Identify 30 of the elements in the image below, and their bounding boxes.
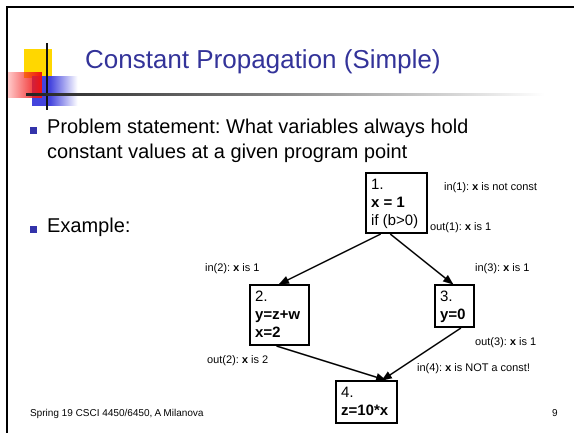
code-text: z=10*x — [341, 402, 388, 420]
code-text: 2. — [255, 288, 269, 306]
arrow — [278, 233, 382, 285]
code-text: x = 1 — [371, 194, 406, 212]
flow-annotation: in(2): x is 1 — [205, 262, 260, 274]
flow-annotation: in(4): x is NOT a const! — [417, 362, 530, 374]
arrow — [390, 233, 454, 285]
process-box — [335, 380, 398, 424]
code-text: 1. — [371, 176, 385, 194]
flow-annotation: out(1): x is 1 — [430, 221, 492, 233]
code-text: if (b>0) — [371, 212, 418, 230]
page-number: 9 — [552, 408, 559, 420]
footer-text: Spring 19 CSCI 4450/6450, A Milanova — [30, 408, 204, 420]
process-box — [365, 172, 428, 234]
arrow — [381, 327, 462, 381]
arrow — [276, 345, 386, 382]
process-box — [434, 284, 476, 328]
flow-annotation: out(3): x is 1 — [475, 336, 536, 348]
code-text: x=2 — [255, 324, 282, 342]
code-text: 4. — [341, 384, 355, 402]
slide-title: Constant Propagation (Simple) — [85, 44, 441, 75]
flow-annotation: in(1): x is not const — [444, 181, 537, 193]
bullet-text: Problem statement: What variables always hold constant values at a given program point — [47, 115, 470, 165]
flow-annotation: in(3): x is 1 — [475, 262, 530, 274]
code-text: 3. — [440, 288, 454, 306]
code-text: y=0 — [440, 306, 466, 324]
bullet-text: Example: — [47, 214, 132, 239]
process-box — [249, 284, 310, 346]
code-text: y=z+w — [255, 306, 300, 324]
flow-annotation: out(2): x is 2 — [207, 354, 268, 366]
